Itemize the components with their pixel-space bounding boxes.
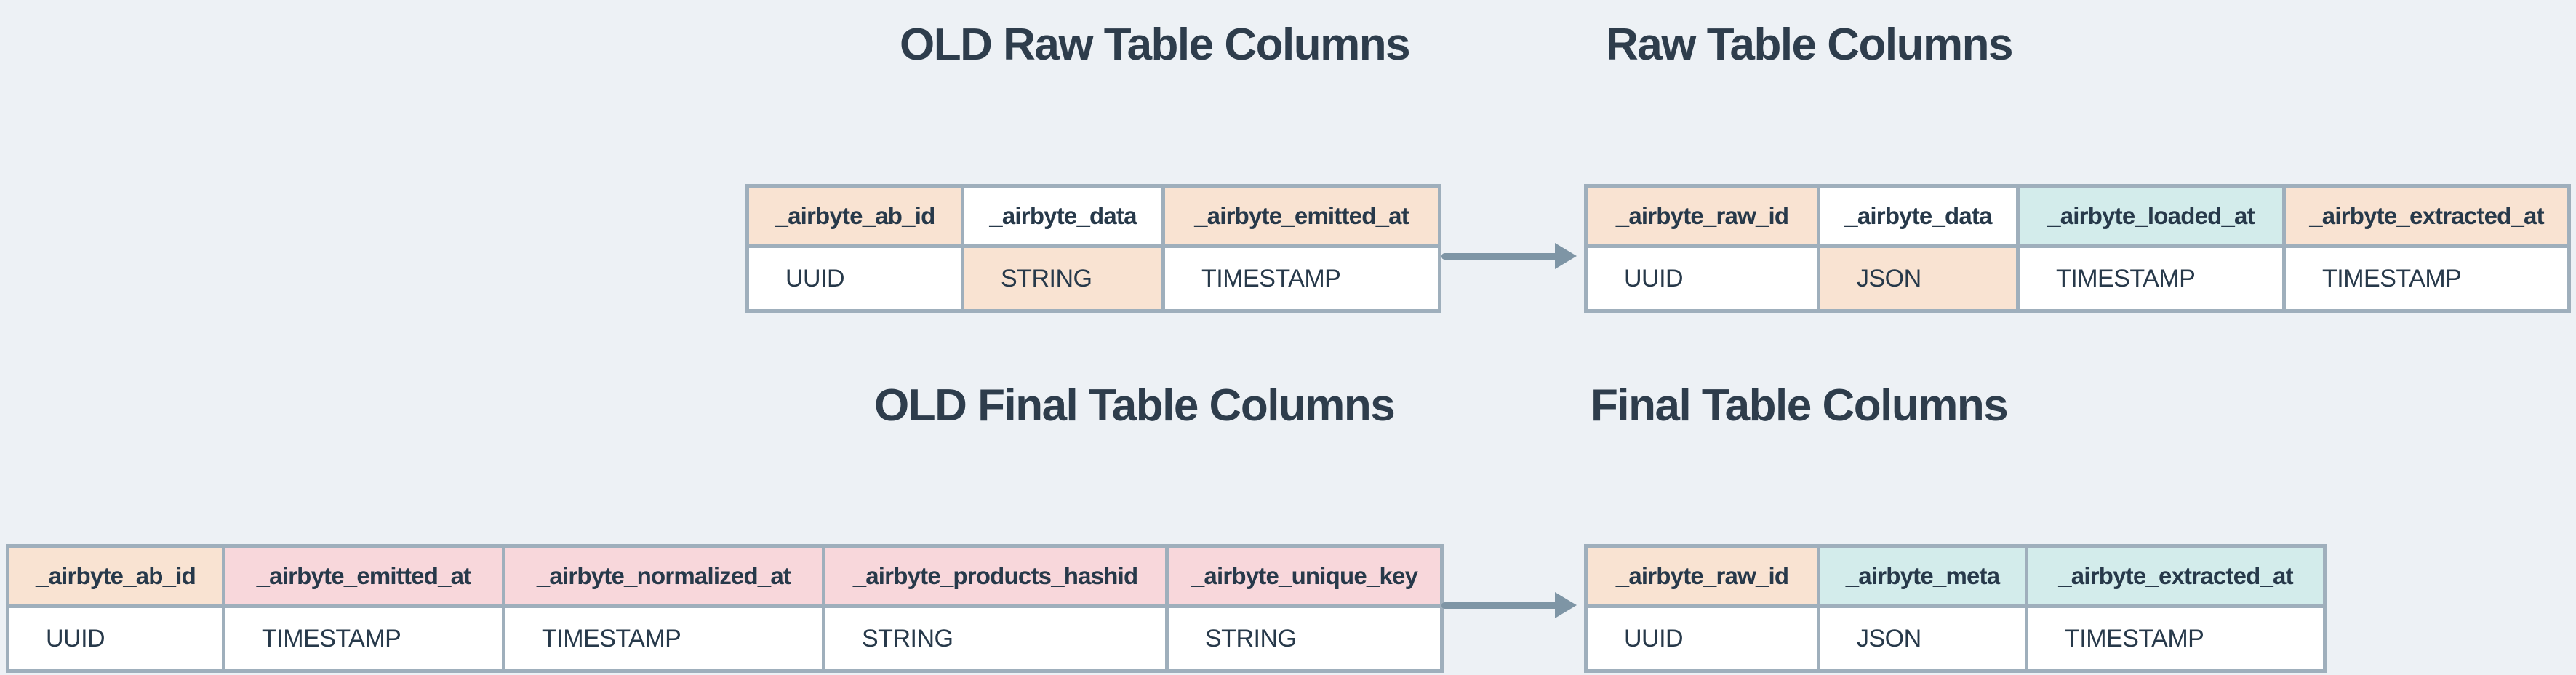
column-header-cell: _airbyte_meta — [1817, 544, 2028, 608]
type-row: UUID TIMESTAMP TIMESTAMP STRING STRING — [6, 604, 1444, 673]
column-header-cell: _airbyte_emitted_at — [222, 544, 505, 608]
raw-table: _airbyte_raw_id _airbyte_data _airbyte_l… — [1584, 184, 2571, 313]
column-type-cell: JSON — [1817, 604, 2028, 673]
type-row: UUID JSON TIMESTAMP — [1584, 604, 2327, 673]
final-table: _airbyte_raw_id _airbyte_meta _airbyte_e… — [1584, 544, 2327, 673]
old-raw-table: _airbyte_ab_id _airbyte_data _airbyte_em… — [745, 184, 1441, 313]
column-type-cell: TIMESTAMP — [2282, 244, 2571, 313]
right-arrow-icon — [1441, 243, 1577, 269]
column-header-cell: _airbyte_ab_id — [6, 544, 225, 608]
column-header-cell: _airbyte_data — [961, 184, 1165, 248]
column-header-cell: _airbyte_raw_id — [1584, 544, 1820, 608]
column-type-cell: TIMESTAMP — [2016, 244, 2286, 313]
arrow-line — [1441, 253, 1561, 260]
column-type-cell: JSON — [1817, 244, 2020, 313]
column-header-cell: _airbyte_unique_key — [1165, 544, 1444, 608]
column-type-cell: STRING — [961, 244, 1165, 313]
header-row: _airbyte_ab_id _airbyte_emitted_at _airb… — [6, 544, 1444, 608]
old-final-table: _airbyte_ab_id _airbyte_emitted_at _airb… — [6, 544, 1444, 673]
old-raw-table-title: OLD Raw Table Columns — [900, 20, 1411, 70]
arrow-line — [1441, 602, 1561, 609]
arrow-head — [1555, 243, 1577, 269]
type-row: UUID STRING TIMESTAMP — [745, 244, 1441, 313]
column-type-cell: STRING — [822, 604, 1169, 673]
column-type-cell: UUID — [6, 604, 225, 673]
raw-table-title: Raw Table Columns — [1606, 20, 2014, 70]
header-row: _airbyte_ab_id _airbyte_data _airbyte_em… — [745, 184, 1441, 248]
old-final-table-title: OLD Final Table Columns — [874, 380, 1396, 431]
column-type-cell: TIMESTAMP — [222, 604, 505, 673]
column-type-cell: TIMESTAMP — [1161, 244, 1441, 313]
column-type-cell: UUID — [1584, 604, 1820, 673]
column-type-cell: UUID — [745, 244, 964, 313]
column-header-cell: _airbyte_normalized_at — [502, 544, 825, 608]
column-type-cell: STRING — [1165, 604, 1444, 673]
column-header-cell: _airbyte_products_hashid — [822, 544, 1169, 608]
header-row: _airbyte_raw_id _airbyte_data _airbyte_l… — [1584, 184, 2571, 248]
final-table-title: Final Table Columns — [1591, 380, 2009, 431]
column-header-cell: _airbyte_loaded_at — [2016, 184, 2286, 248]
column-header-cell: _airbyte_extracted_at — [2025, 544, 2327, 608]
arrow-head — [1555, 592, 1577, 618]
column-type-cell: UUID — [1584, 244, 1820, 313]
column-header-cell: _airbyte_data — [1817, 184, 2020, 248]
column-type-cell: TIMESTAMP — [2025, 604, 2327, 673]
column-header-cell: _airbyte_emitted_at — [1161, 184, 1441, 248]
right-arrow-icon — [1441, 592, 1577, 618]
column-header-cell: _airbyte_raw_id — [1584, 184, 1820, 248]
type-row: UUID JSON TIMESTAMP TIMESTAMP — [1584, 244, 2571, 313]
header-row: _airbyte_raw_id _airbyte_meta _airbyte_e… — [1584, 544, 2327, 608]
column-header-cell: _airbyte_extracted_at — [2282, 184, 2571, 248]
column-header-cell: _airbyte_ab_id — [745, 184, 964, 248]
column-type-cell: TIMESTAMP — [502, 604, 825, 673]
